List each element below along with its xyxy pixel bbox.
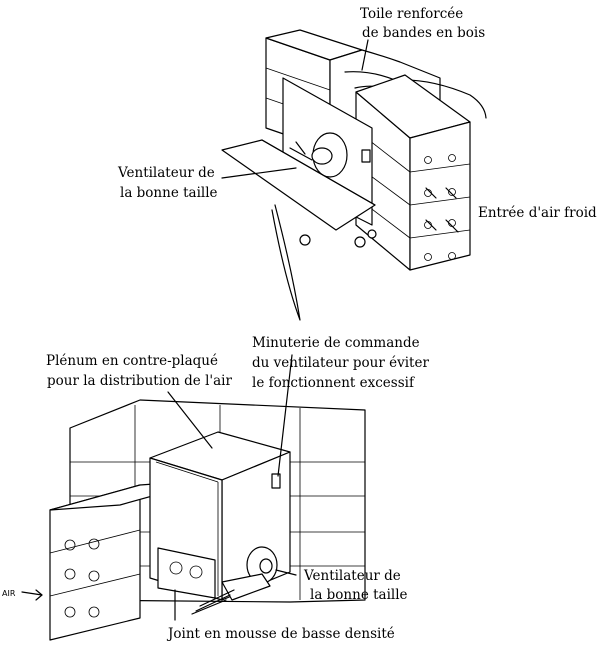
label-fan-top-line1: Ventilateur de	[117, 165, 215, 181]
label-plenum-line2: pour la distribution de l'air	[47, 373, 232, 389]
label-fan-top-line2: la bonne taille	[120, 185, 218, 201]
label-cold-air: Entrée d'air froid	[478, 205, 597, 221]
discharge-arrows	[191, 589, 235, 615]
timer-icon	[271, 473, 281, 489]
fan-icon	[289, 132, 371, 178]
label-cloth-line2: de bandes en bois	[362, 25, 485, 41]
label-air: AIR	[2, 589, 16, 598]
label-timer-line2: du ventilateur pour éviter	[252, 355, 429, 371]
top-illustration	[221, 29, 487, 321]
label-joint: Joint en mousse de basse densité	[166, 626, 395, 642]
label-timer-line1: Minuterie de commande	[252, 335, 420, 351]
label-timer-line3: le fonctionnent excessif	[252, 375, 415, 391]
label-fan-bottom-line2: la bonne taille	[310, 587, 408, 603]
label-cloth-line1: Toile renforcée	[360, 6, 463, 22]
label-fan-bottom-line1: Ventilateur de	[303, 568, 401, 584]
fan-icon-bottom	[221, 546, 278, 601]
bale-holes-front	[64, 538, 100, 618]
cart-wheels	[299, 229, 377, 248]
bottom-illustration	[21, 354, 366, 641]
cold-air-arrows	[425, 187, 459, 233]
label-plenum-line1: Plénum en contre-plaqué	[46, 353, 218, 369]
